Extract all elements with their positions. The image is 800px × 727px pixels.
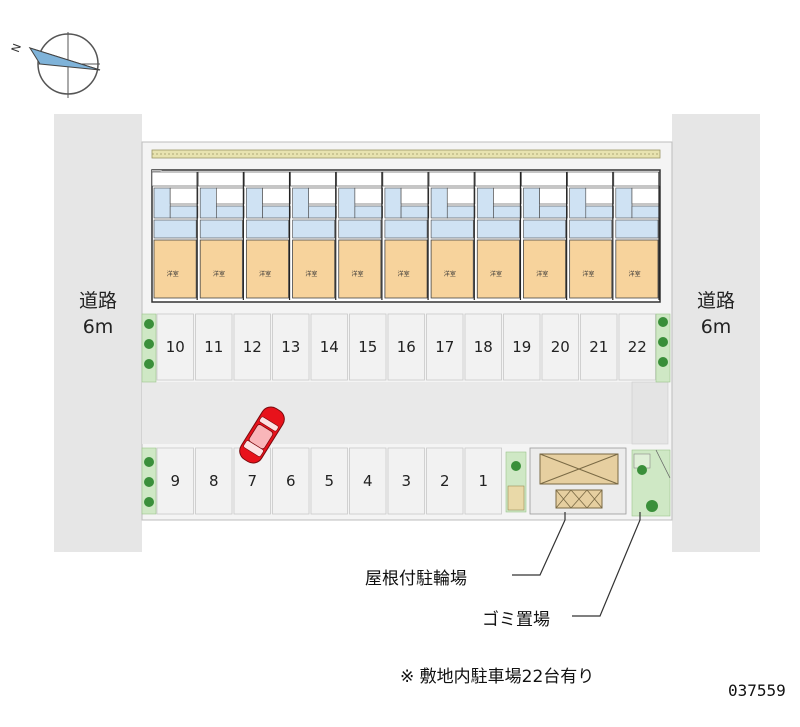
unit-room-label: 洋室 — [490, 270, 502, 278]
parking-slot-number: 12 — [243, 338, 262, 356]
unit-room-label: 洋室 — [398, 270, 410, 278]
parking-slot-number: 2 — [440, 472, 450, 490]
parking-slot: 12 — [233, 313, 271, 381]
parking-bottom-row: 9 8 7 6 5 4 3 2 1 — [156, 447, 502, 515]
parking-slot-number: 22 — [628, 338, 647, 356]
parking-slot: 15 — [349, 313, 387, 381]
parking-slot-number: 8 — [209, 472, 219, 490]
parking-slot-number: 3 — [401, 472, 411, 490]
parking-slot: 4 — [349, 447, 387, 515]
parking-slot-number: 5 — [324, 472, 334, 490]
parking-slot-number: 17 — [435, 338, 454, 356]
building-unit: 洋室 — [151, 171, 199, 300]
unit-room-label: 洋室 — [259, 270, 271, 278]
parking-slot: 19 — [503, 313, 541, 381]
building-unit: 洋室 — [567, 171, 615, 300]
compass-icon: N — [9, 32, 101, 98]
parking-top-row: 10 11 12 13 14 15 16 17 18 19 20 21 22 — [156, 313, 656, 381]
parking-slot-number: 16 — [397, 338, 416, 356]
parking-slot-number: 14 — [320, 338, 339, 356]
parking-slot: 14 — [310, 313, 348, 381]
parking-slot-number: 6 — [286, 472, 296, 490]
building-unit: 洋室 — [613, 171, 661, 300]
parking-slot: 18 — [464, 313, 502, 381]
unit-room-label: 洋室 — [582, 270, 594, 278]
road-left-width: 6m — [82, 316, 114, 338]
parking-slot: 8 — [195, 447, 233, 515]
parking-slot: 10 — [156, 313, 194, 381]
building-unit: 洋室 — [382, 171, 430, 300]
parking-slot: 21 — [580, 313, 618, 381]
parking-slot-number: 15 — [358, 338, 377, 356]
parking-slot: 20 — [541, 313, 579, 381]
parking-slot-number: 21 — [589, 338, 608, 356]
parking-slot-number: 18 — [474, 338, 493, 356]
unit-room-label: 洋室 — [352, 270, 364, 278]
parking-slot: 9 — [156, 447, 194, 515]
parking-slot-number: 1 — [478, 472, 488, 490]
parking-slot: 22 — [618, 313, 656, 381]
parking-slot-number: 19 — [512, 338, 531, 356]
parking-slot: 17 — [426, 313, 464, 381]
building-unit: 洋室 — [336, 171, 384, 300]
bicycle-callout-line — [512, 512, 566, 576]
building-unit: 洋室 — [197, 171, 245, 300]
parking-slot-number: 9 — [170, 472, 180, 490]
parking-slot: 6 — [272, 447, 310, 515]
parking-slot: 3 — [387, 447, 425, 515]
parking-slot: 5 — [310, 447, 348, 515]
road-left — [54, 114, 142, 552]
parking-slot-number: 7 — [247, 472, 257, 490]
car-icon — [239, 406, 285, 464]
unit-room-label: 洋室 — [536, 270, 548, 278]
building-unit: 洋室 — [474, 171, 522, 300]
parking-slot-number: 4 — [363, 472, 373, 490]
bicycle-parking-label: 屋根付駐輪場 — [365, 569, 467, 589]
garbage-area — [631, 449, 671, 517]
parking-slot: 1 — [464, 447, 502, 515]
parking-slot-number: 11 — [204, 338, 223, 356]
building-units: 洋室 洋室 洋室 洋室 洋室 洋室 洋室 洋室 洋室 洋室 洋室 — [151, 171, 661, 300]
road-left-label: 道路 6m — [63, 288, 133, 340]
parking-count-note: ※ 敷地内駐車場22台有り — [400, 667, 595, 687]
bicycle-parking — [529, 447, 627, 515]
parking-slot: 2 — [426, 447, 464, 515]
road-right-width: 6m — [700, 316, 732, 338]
road-right — [672, 114, 760, 552]
unit-room-label: 洋室 — [305, 270, 317, 278]
building-unit: 洋室 — [290, 171, 338, 300]
building-unit: 洋室 — [244, 171, 291, 300]
parking-slot-number: 20 — [551, 338, 570, 356]
road-right-label: 道路 6m — [681, 288, 751, 340]
building-unit: 洋室 — [521, 171, 568, 300]
parking-slot: 13 — [272, 313, 310, 381]
road-right-name: 道路 — [696, 290, 735, 312]
unit-room-label: 洋室 — [444, 270, 456, 278]
unit-room-label: 洋室 — [629, 270, 641, 278]
road-left-name: 道路 — [78, 290, 117, 312]
parking-slot: 11 — [195, 313, 233, 381]
unit-room-label: 洋室 — [213, 270, 225, 278]
property-code: 037559 — [728, 681, 786, 700]
garbage-callout-line — [572, 512, 641, 617]
building-unit: 洋室 — [428, 171, 476, 300]
parking-slot-number: 10 — [166, 338, 185, 356]
parking-slot-number: 13 — [281, 338, 300, 356]
parking-slot: 16 — [387, 313, 425, 381]
garbage-area-label: ゴミ置場 — [482, 610, 550, 630]
unit-room-label: 洋室 — [167, 270, 179, 278]
